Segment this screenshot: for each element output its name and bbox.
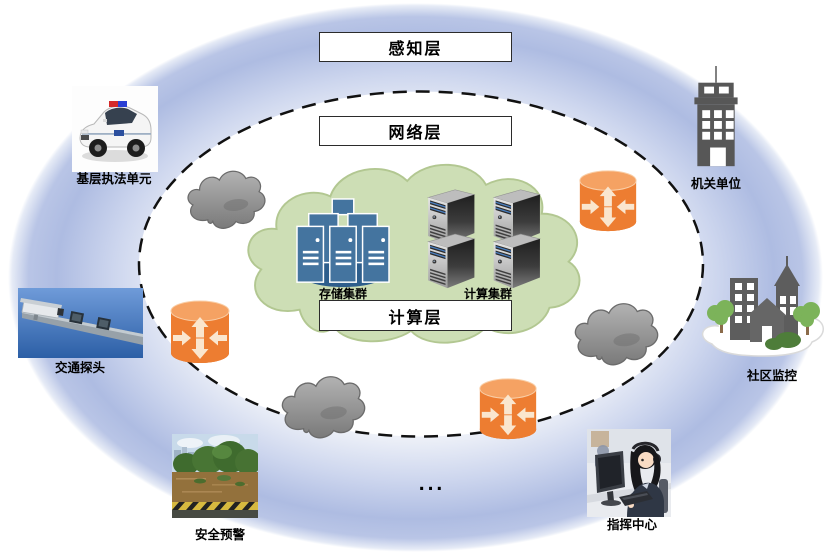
compute-layer-box: 计算层 (319, 300, 512, 331)
compute-cluster-icon (427, 189, 541, 289)
storage-cluster-label: 存储集群 (318, 287, 367, 301)
government-building-icon (694, 66, 738, 167)
community-monitoring-icon (701, 256, 824, 357)
storage-cluster-icon (296, 198, 390, 288)
command-center-label: 指挥中心 (606, 518, 657, 532)
police-unit-label: 基层执法单元 (76, 172, 152, 186)
police-car-photo (72, 86, 158, 172)
perception-layer-box: 感知层 (319, 32, 512, 62)
gray-cloud-icon (574, 303, 659, 366)
network-layer-label: 网络层 (388, 125, 443, 142)
traffic-camera-label: 交通探头 (54, 361, 105, 375)
perception-layer-label: 感知层 (388, 41, 443, 58)
traffic-camera-photo (18, 288, 143, 358)
agency-unit-label: 机关单位 (690, 177, 741, 191)
router-icon (579, 170, 637, 232)
ellipsis-text: ... (418, 472, 446, 495)
gray-cloud-icon (281, 376, 366, 439)
router-icon (170, 300, 230, 364)
gray-cloud-icon (187, 170, 266, 229)
community-monitoring-label: 社区监控 (746, 369, 797, 383)
compute-layer-label: 计算层 (388, 309, 443, 327)
safety-warning-label: 安全预警 (194, 528, 245, 542)
network-layer-box: 网络层 (319, 116, 512, 146)
command-center-photo (587, 429, 671, 517)
router-icon (479, 378, 537, 440)
flood-warning-photo (172, 434, 258, 518)
compute-cluster-label: 计算集群 (463, 287, 512, 301)
